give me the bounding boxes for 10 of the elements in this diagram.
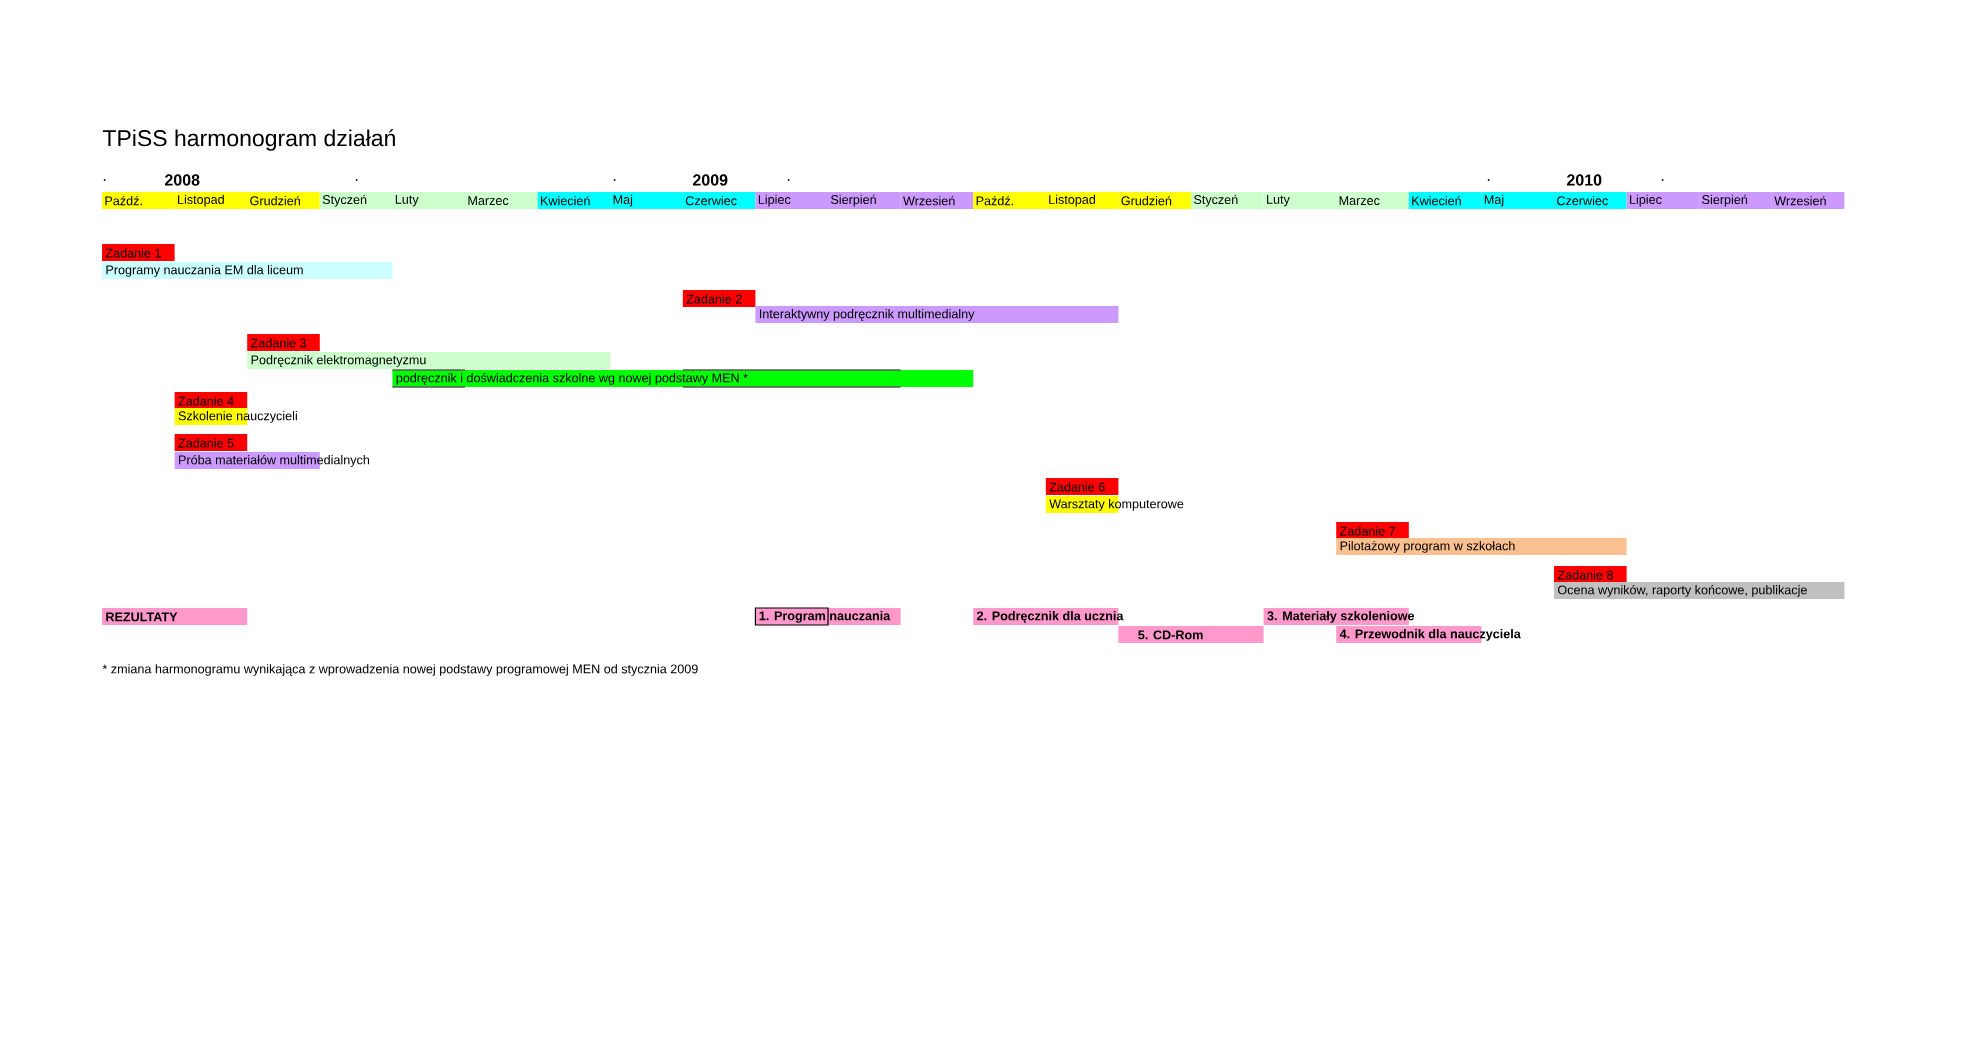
year-label: .: [355, 179, 358, 181]
year-label: .: [787, 179, 790, 181]
year-label: .: [1661, 179, 1664, 181]
year-label: 2009: [693, 174, 728, 186]
title: TPiSS harmonogram działań: [102, 129, 395, 151]
year-label: .: [1487, 179, 1490, 181]
year-label: 2008: [165, 174, 200, 186]
year-label: .: [103, 179, 106, 181]
year-label: .: [613, 179, 616, 181]
year-label: 2010: [1567, 174, 1602, 186]
